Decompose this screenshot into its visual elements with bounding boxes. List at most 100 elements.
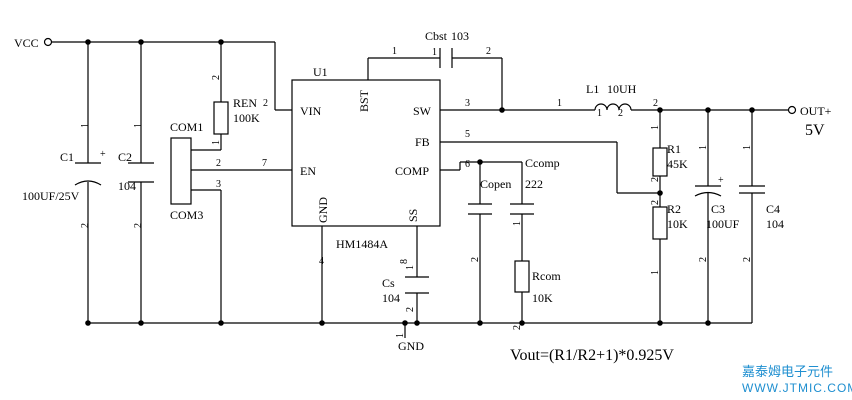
cbst-ref: Cbst: [425, 29, 448, 43]
svg-text:6: 6: [465, 159, 470, 170]
svg-text:2: 2: [650, 200, 661, 205]
pin-gnd-label: GND: [316, 197, 330, 223]
capacitor-cs: [405, 276, 429, 294]
svg-text:1: 1: [597, 108, 602, 119]
svg-text:1: 1: [80, 123, 91, 128]
svg-text:8: 8: [399, 259, 410, 264]
rcom-ref: Rcom: [532, 269, 561, 283]
svg-text:7: 7: [262, 158, 267, 169]
l1-value: 10UH: [607, 82, 637, 96]
watermark-url: WWW.JTMIC.COM: [742, 381, 852, 395]
capacitor-c1: [74, 162, 102, 186]
rcom-value: 10K: [532, 291, 553, 305]
pin-ss-label: SS: [406, 209, 420, 222]
svg-text:1: 1: [133, 123, 144, 128]
resistor-ren: [213, 101, 229, 135]
c3-plus-mark: +: [718, 175, 724, 186]
output-formula: Vout=(R1/R2+1)*0.925V: [510, 347, 674, 364]
svg-text:1: 1: [650, 125, 661, 130]
ccomp-ref: Ccomp: [525, 156, 560, 170]
svg-text:1: 1: [211, 140, 222, 145]
svg-text:1: 1: [650, 270, 661, 275]
r2-ref: R2: [667, 202, 681, 216]
svg-text:1: 1: [512, 221, 523, 226]
jumper-bottom-label: COM3: [170, 208, 203, 222]
svg-text:2: 2: [263, 98, 268, 109]
svg-text:1: 1: [432, 47, 437, 58]
svg-text:1: 1: [698, 145, 709, 150]
jumper-com: [170, 137, 192, 205]
svg-text:1: 1: [557, 98, 562, 109]
jumper-top-label: COM1: [170, 120, 203, 134]
svg-text:2: 2: [742, 257, 753, 262]
svg-text:2: 2: [470, 257, 481, 262]
svg-text:3: 3: [216, 179, 221, 190]
gnd-label: GND: [398, 339, 424, 353]
vcc-label: VCC: [14, 36, 39, 50]
capacitor-ccomp: [510, 203, 534, 215]
pin-fb-label: FB: [415, 135, 430, 149]
pin-vin-label: VIN: [300, 104, 322, 118]
svg-text:1: 1: [392, 46, 397, 57]
ic-ref-label: U1: [313, 65, 328, 79]
pin-bst-label: BST: [357, 89, 371, 112]
svg-text:5: 5: [465, 129, 470, 140]
capacitor-c3: [694, 185, 722, 197]
ren-value: 100K: [233, 111, 260, 125]
out-terminal: [787, 105, 797, 115]
capacitor-c2: [128, 162, 154, 183]
svg-text:2: 2: [653, 98, 658, 109]
r1-ref: R1: [667, 142, 681, 156]
svg-text:2: 2: [216, 158, 221, 169]
c1-value: 100UF/25V: [22, 189, 80, 203]
ic-part-label: HM1484A: [336, 237, 388, 251]
copen-ref: Copen: [480, 177, 511, 191]
c3-ref: C3: [711, 202, 725, 216]
c3-value: 100UF: [706, 217, 740, 231]
capacitor-c4: [739, 185, 765, 194]
resistor-r1: [652, 147, 668, 177]
svg-text:1: 1: [742, 145, 753, 150]
l1-ref: L1: [586, 82, 599, 96]
cs-ref: Cs: [382, 276, 395, 290]
svg-text:2: 2: [133, 223, 144, 228]
capacitor-cbst: [439, 48, 453, 68]
resistor-rcom: [514, 260, 530, 293]
c1-plus-mark: +: [100, 149, 106, 160]
c4-value: 104: [766, 217, 784, 231]
svg-text:3: 3: [465, 98, 470, 109]
resistor-r2: [652, 206, 668, 240]
svg-text:2: 2: [618, 108, 623, 119]
svg-text:2: 2: [650, 177, 661, 182]
cs-value: 104: [382, 291, 400, 305]
out-voltage-label: 5V: [805, 122, 825, 139]
vcc-terminal: [43, 37, 53, 47]
r2-value: 10K: [667, 217, 688, 231]
svg-text:1: 1: [405, 265, 416, 270]
junctions: [85, 39, 755, 326]
c4-ref: C4: [766, 202, 780, 216]
cbst-value: 103: [451, 29, 469, 43]
r1-value: 45K: [667, 157, 688, 171]
c1-ref: C1: [60, 150, 74, 164]
pin-sw-label: SW: [413, 104, 432, 118]
svg-text:1: 1: [395, 333, 406, 338]
pin-numbers: 1 2 1 2 2 1 2 2 3 7 1 1 2 3 5 6 4 8 1 2 …: [80, 46, 753, 338]
svg-text:2: 2: [211, 75, 222, 80]
capacitor-copen: [468, 203, 492, 215]
svg-text:2: 2: [486, 46, 491, 57]
svg-text:4: 4: [319, 256, 324, 267]
svg-text:2: 2: [698, 257, 709, 262]
svg-text:2: 2: [80, 223, 91, 228]
pin-comp-label: COMP: [395, 164, 429, 178]
watermark-name: 嘉泰姆电子元件: [742, 365, 833, 380]
ren-ref: REN: [233, 96, 257, 110]
svg-text:2: 2: [512, 325, 523, 330]
ccomp-value: 222: [525, 177, 543, 191]
c2-value: 104: [118, 179, 136, 193]
c2-ref: C2: [118, 150, 132, 164]
ic-u1-body: [291, 79, 441, 227]
out-label: OUT+: [800, 104, 832, 118]
